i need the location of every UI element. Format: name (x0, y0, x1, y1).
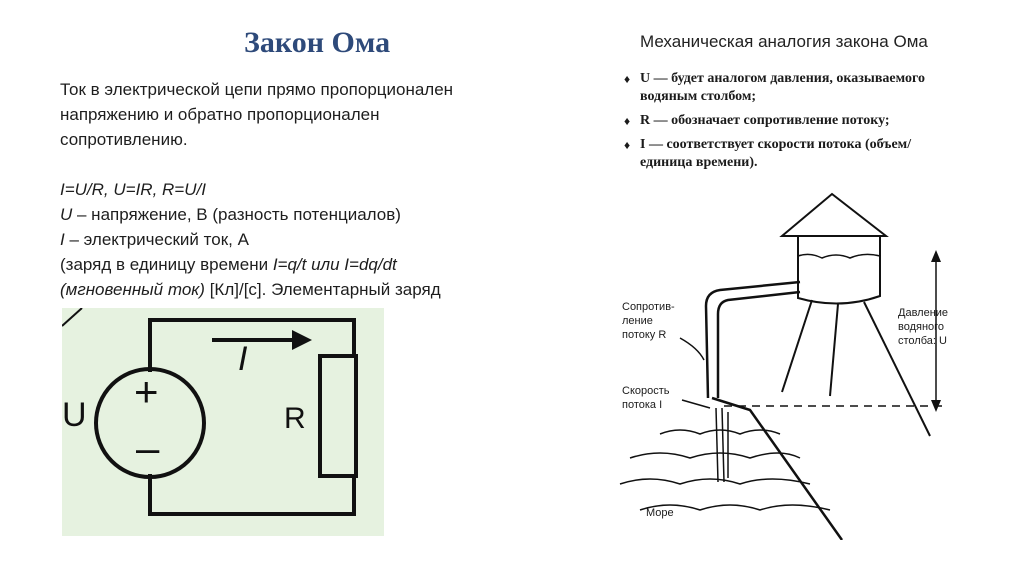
speed-label-2: потока I (622, 399, 662, 411)
outlet-pipe-inner (716, 290, 801, 398)
current-arrow-head-icon (292, 330, 312, 350)
circuit-svg: + – U I R (61, 307, 358, 516)
water-jet (715, 407, 729, 483)
circuit-wire-top (148, 318, 356, 372)
pressure-label-1: Давление (898, 307, 948, 319)
instant-current: (мгновенный ток) (60, 280, 205, 299)
bullet-icon: ♦ (624, 72, 631, 86)
instant-units: [Кл]/[с]. Элементарный заряд (204, 280, 441, 299)
current-line: I – электрический ток, А (60, 227, 530, 252)
sea-label: Море (646, 507, 674, 519)
speed-label-1: Скорость (622, 385, 670, 397)
charge-line: (заряд в единицу времени I=q/t или I=dq/… (60, 252, 530, 277)
outlet-pipe (704, 280, 801, 399)
cliff-edge (711, 396, 844, 541)
source-plus: + (134, 368, 159, 415)
right-title: Механическая аналогия закона Ома (640, 32, 928, 51)
tower-tank (797, 236, 881, 305)
analogy-list: ♦U — будет аналогом давления, оказываемо… (624, 70, 964, 178)
speed-pointer (681, 399, 711, 409)
voltage-line: U – напряжение, В (разность потенциалов) (60, 202, 530, 227)
analogy-item-r: ♦R — обозначает сопротивление потоку; (624, 113, 890, 128)
corner-mark (61, 307, 83, 327)
instant-line: (мгновенный ток) [Кл]/[с]. Элементарный … (60, 277, 530, 302)
tower-leg-left (781, 299, 813, 393)
bullet-icon: ♦ (624, 138, 631, 152)
voltage-symbol: U (60, 205, 73, 224)
resistance-label-2: ление (622, 315, 653, 327)
water-tower-illustration: Сопротив- ление потоку R Скорость потока… (600, 186, 980, 541)
water-surface (797, 253, 881, 259)
tower-roof (779, 192, 889, 237)
voltage-desc: – напряжение, В (разность потенциалов) (72, 205, 401, 224)
tower-leg-right (863, 301, 931, 437)
source-minus: – (136, 424, 160, 471)
charge-formula: I=q/t или I=dq/dt (272, 255, 397, 274)
slide-title: Закон Ома (244, 26, 391, 59)
paragraph-line-1: Ток в электрической цепи прямо пропорцио… (60, 80, 454, 99)
circuit-wire-bottom (148, 474, 356, 516)
sea-waves (619, 429, 831, 511)
pressure-label-3: столба: U (898, 335, 947, 347)
current-desc: – электрический ток, А (64, 230, 249, 249)
pressure-label-2: водяного (898, 321, 944, 333)
paragraph-line-2: напряжению и обратно пропорционален (60, 105, 380, 124)
resistance-label-1: Сопротив- (622, 301, 675, 313)
bullet-icon: ♦ (624, 114, 631, 128)
left-text-block: Ток в электрической цепи прямо пропорцио… (60, 77, 530, 302)
resistance-pointer (679, 337, 705, 361)
analogy-item-u: ♦U — будет аналогом давления, оказываемо… (624, 71, 925, 104)
tower-leg-mid (829, 303, 839, 397)
analogy-item-i: ♦I — соответствует скорости потока (объе… (624, 137, 912, 170)
circuit-i-label: I (238, 340, 248, 378)
resistor-icon (318, 354, 358, 478)
circuit-r-label: R (284, 402, 306, 435)
circuit-diagram: + – U I R (61, 307, 384, 536)
pressure-arrow-up-icon (931, 250, 941, 262)
water-tower-svg: Сопротив- ление потоку R Скорость потока… (619, 192, 948, 541)
circuit-u-label: U (62, 396, 87, 434)
pressure-arrow-down-icon (931, 400, 941, 412)
formulas-line: I=U/R, U=IR, R=U/I (60, 180, 206, 199)
charge-prefix: (заряд в единицу времени (60, 255, 273, 274)
paragraph-line-3: сопротивлению. (60, 130, 188, 149)
voltage-source-icon (94, 367, 206, 479)
resistance-label-3: потоку R (622, 329, 666, 341)
current-symbol: I (60, 230, 65, 249)
